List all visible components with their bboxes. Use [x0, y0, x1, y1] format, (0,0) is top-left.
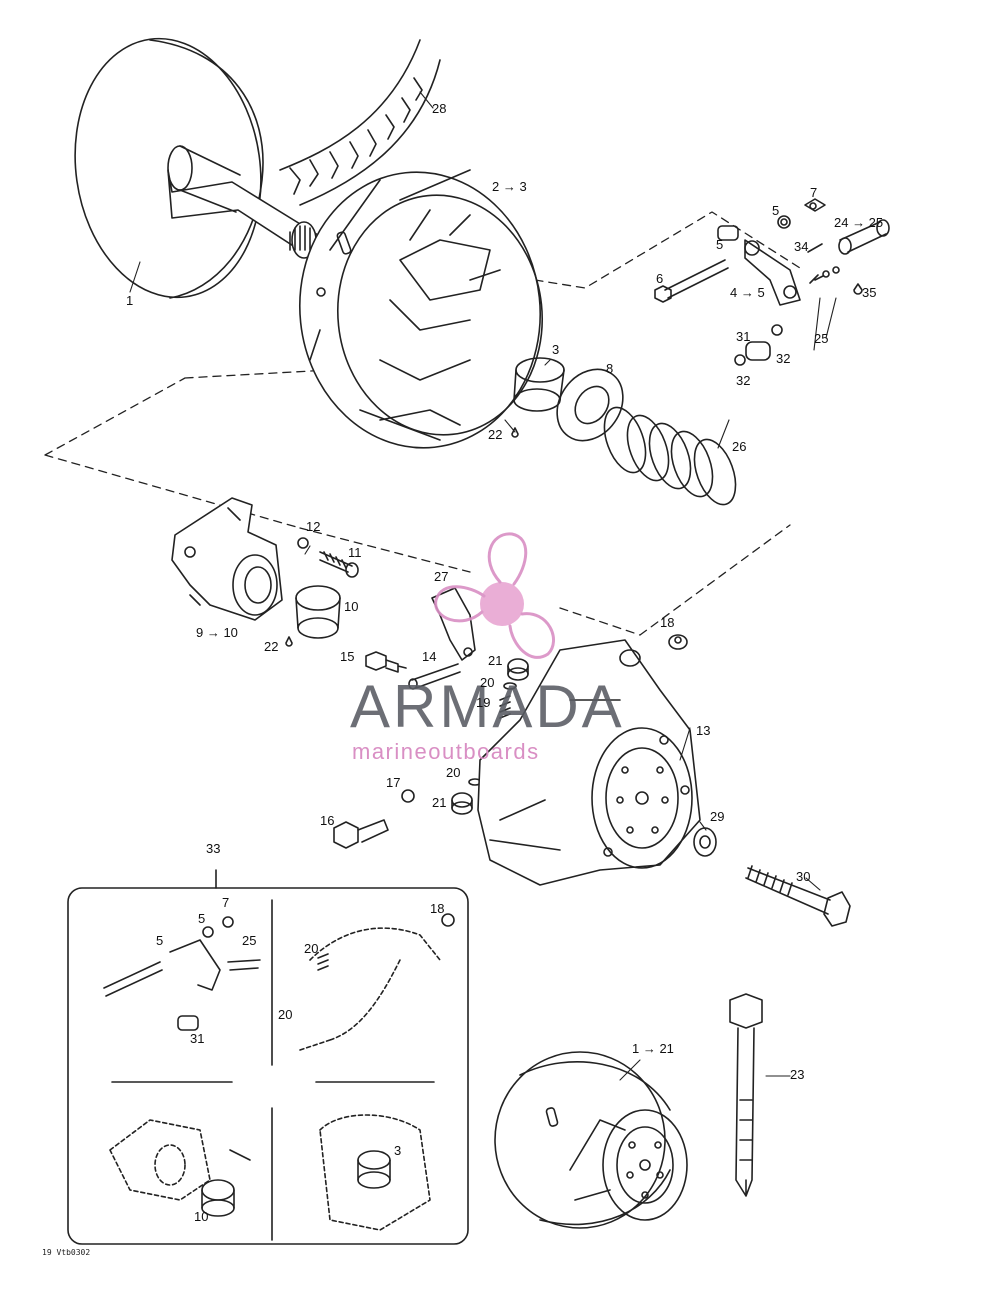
part-26-spring — [603, 406, 737, 506]
kit-callout-3: 3 — [394, 1143, 402, 1158]
part-30-bolt — [745, 865, 851, 927]
callout-13: 13 — [696, 723, 711, 738]
callout-24-to-25: 24 → 25 — [834, 215, 884, 230]
callout-9-to-10: 9 → 10 — [196, 625, 238, 640]
callout-16: 16 — [320, 813, 335, 828]
part-21-roller-top — [507, 658, 529, 681]
callout-32b: 32 — [736, 373, 751, 388]
callout-25: 25 — [814, 331, 829, 346]
diagram-reference-code: 19 Vtb0302 — [42, 1248, 91, 1257]
callout-17: 17 — [386, 775, 401, 790]
callout-14: 14 — [422, 649, 437, 664]
callout-29: 29 — [710, 809, 725, 824]
part-33-kit-frame — [67, 869, 469, 1245]
callout-31: 31 — [736, 329, 751, 344]
leader-lines — [129, 91, 837, 1081]
part-23-long-bolt — [729, 993, 763, 1197]
watermark-tagline-left: marine — [352, 739, 429, 764]
kit-callout-25: 25 — [242, 933, 257, 948]
callout-5a: 5 — [772, 203, 780, 218]
part-1-fixed-sheave — [74, 37, 319, 299]
callout-10: 10 — [344, 599, 359, 614]
part-10-bushing — [295, 585, 341, 639]
callout-27: 27 — [434, 569, 449, 584]
part-21-roller-bottom — [451, 792, 473, 815]
part-19-spring — [499, 695, 511, 719]
part-27-roller-arm — [431, 587, 476, 661]
callout-22b: 22 — [264, 639, 279, 654]
part-28-drive-belt — [279, 39, 441, 206]
callout-2-to-3: 2 → 3 — [492, 179, 527, 194]
callout-8: 8 — [606, 361, 614, 376]
watermark-tagline: marineoutboards — [352, 739, 540, 765]
callout-3: 3 — [552, 342, 560, 357]
callout-28: 28 — [432, 101, 447, 116]
part-9-ramp-assembly — [171, 497, 283, 621]
callout-21b: 21 — [432, 795, 447, 810]
part-8-spring-cup — [556, 368, 624, 442]
kit-callout-20b: 20 — [278, 1007, 293, 1022]
part-18-nut — [668, 634, 688, 650]
kit-callout-20a: 20 — [304, 941, 319, 956]
callout-30: 30 — [796, 869, 811, 884]
callout-11: 11 — [348, 545, 362, 560]
part-4-lever-assembly — [654, 198, 890, 366]
callout-35: 35 — [862, 285, 877, 300]
part-2-movable-sheave — [298, 169, 544, 449]
kit-callout-5a: 5 — [198, 911, 206, 926]
part-14-pin — [408, 663, 461, 690]
part-13-governor-cup — [477, 639, 701, 886]
callout-4-to-5: 4 → 5 — [730, 285, 765, 300]
callout-15: 15 — [340, 649, 355, 664]
callout-6: 6 — [656, 271, 664, 286]
callout-26: 26 — [732, 439, 747, 454]
callout-21a: 21 — [488, 653, 503, 668]
callout-18: 18 — [660, 615, 675, 630]
callout-1-to-21: 1 → 21 — [632, 1041, 674, 1056]
part-12-washer — [297, 537, 309, 549]
callout-32a: 32 — [776, 351, 791, 366]
part-15-bolt — [365, 651, 407, 673]
part-29-washer — [693, 827, 717, 857]
part-17-washer — [401, 789, 415, 803]
part-1-complete-pulley — [494, 1051, 688, 1229]
watermark-brand: ARMADA — [350, 673, 625, 740]
callout-34: 34 — [794, 239, 809, 254]
part-16-bolt — [333, 819, 389, 849]
kit-callout-10: 10 — [194, 1209, 209, 1224]
callout-19: 19 — [476, 695, 491, 710]
assembly-dashed-outline-middle — [44, 359, 791, 636]
kit-callout-18: 18 — [430, 901, 445, 916]
callout-33: 33 — [206, 841, 221, 856]
callout-23: 23 — [790, 1067, 805, 1082]
propeller-logo-icon — [434, 532, 555, 659]
callout-7: 7 — [810, 185, 818, 200]
callout-20a: 20 — [480, 675, 495, 690]
kit-callout-31: 31 — [190, 1031, 205, 1046]
part-22-grease-middle — [285, 636, 293, 647]
callout-1: 1 — [126, 293, 134, 308]
callout-22a: 22 — [488, 427, 503, 442]
callout-12: 12 — [306, 519, 321, 534]
kit-callout-7: 7 — [222, 895, 230, 910]
part-22-grease-top — [511, 427, 519, 438]
part-11-screw — [319, 551, 359, 578]
watermark-tagline-right: outboards — [428, 739, 540, 764]
callout-20b: 20 — [446, 765, 461, 780]
part-20-spacer-top — [503, 682, 517, 690]
kit-callout-5b: 5 — [156, 933, 164, 948]
callout-5b: 5 — [716, 237, 724, 252]
